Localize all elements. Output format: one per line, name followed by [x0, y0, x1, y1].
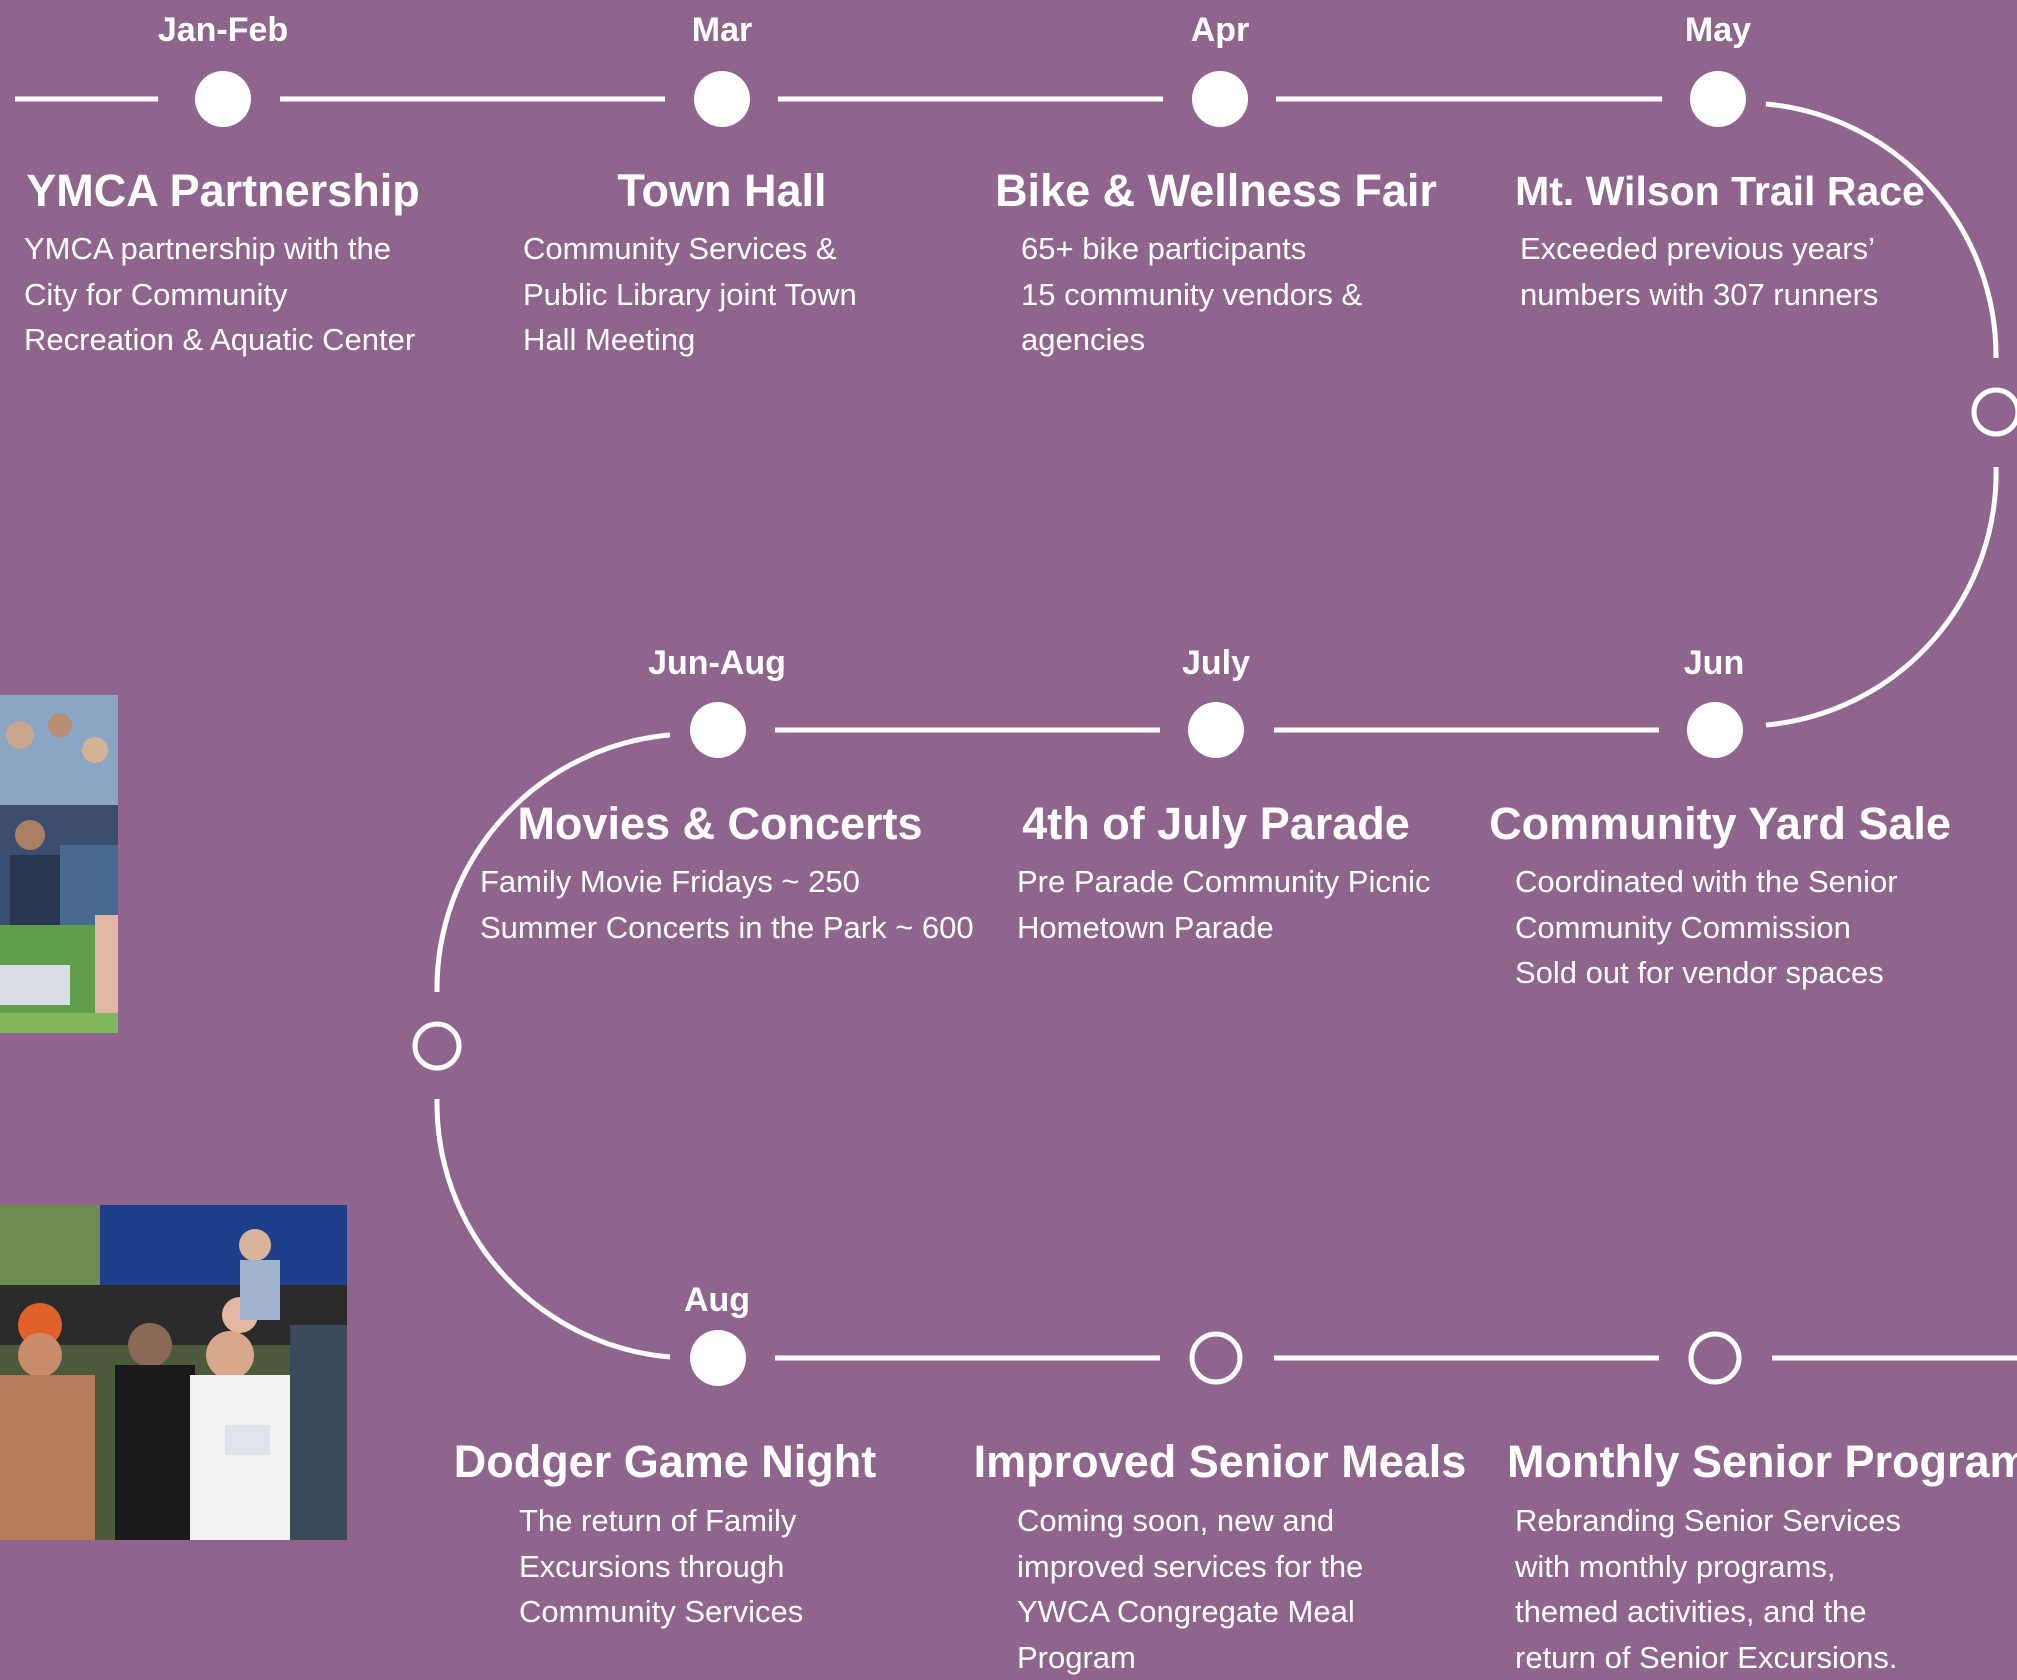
description-line: Community Services	[519, 1589, 803, 1635]
event-month: Aug	[567, 1280, 867, 1320]
event-month: May	[1568, 10, 1868, 50]
description-line: Coming soon, new and	[1017, 1498, 1363, 1544]
description-line: YMCA partnership with the	[24, 226, 415, 272]
description-line: YWCA Congregate Meal	[1017, 1589, 1363, 1635]
concert-crowd-photo	[0, 695, 118, 1033]
milestone-ring	[1192, 1334, 1240, 1382]
milestone-ring	[1974, 390, 2017, 434]
event-title: 4th of July Parade	[956, 796, 1476, 852]
description-line: Program	[1017, 1635, 1363, 1680]
event-month: Mar	[572, 10, 872, 50]
event-month: July	[1066, 643, 1366, 683]
event-description: Pre Parade Community Picnic Hometown Par…	[1017, 859, 1431, 950]
milestone-dot	[690, 1330, 746, 1386]
event-title: Town Hall	[462, 163, 982, 219]
description-line: Summer Concerts in the Park ~ 600	[480, 905, 974, 951]
event-title: Movies & Concerts	[460, 796, 980, 852]
event-title: Mt. Wilson Trail Race	[1460, 163, 1980, 219]
event-description: Rebranding Senior Services with monthly …	[1515, 1498, 1901, 1680]
description-line: Exceeded previous years’	[1520, 226, 1878, 272]
description-line: with monthly programs,	[1515, 1544, 1901, 1590]
event-title: Dodger Game Night	[405, 1434, 925, 1490]
milestone-dot	[694, 71, 750, 127]
event-month: Jun-Aug	[567, 643, 867, 683]
milestone-ring	[1691, 1334, 1739, 1382]
milestone-dot	[195, 71, 251, 127]
event-month: Apr	[1070, 10, 1370, 50]
description-line: Pre Parade Community Picnic	[1017, 859, 1431, 905]
event-description: Coordinated with the Senior Community Co…	[1515, 859, 1898, 996]
description-line: Coordinated with the Senior	[1515, 859, 1898, 905]
milestone-dot	[690, 702, 746, 758]
milestone-dot	[1192, 71, 1248, 127]
description-line: City for Community	[24, 272, 415, 318]
description-line: return of Senior Excursions.	[1515, 1635, 1901, 1680]
description-line: improved services for the	[1017, 1544, 1363, 1590]
event-description: The return of Family Excursions through …	[519, 1498, 803, 1635]
milestone-dot	[1687, 702, 1743, 758]
event-title: Bike & Wellness Fair	[956, 163, 1476, 219]
event-title: Monthly Senior Program	[1507, 1434, 2017, 1490]
event-title: Community Yard Sale	[1460, 796, 1980, 852]
event-month: Jun	[1564, 643, 1864, 683]
description-line: numbers with 307 runners	[1520, 272, 1878, 318]
trail-race-runners-photo	[0, 1205, 347, 1540]
description-line: agencies	[1021, 317, 1362, 363]
description-line: themed activities, and the	[1515, 1589, 1901, 1635]
event-description: YMCA partnership with the City for Commu…	[24, 226, 415, 363]
event-month: Jan-Feb	[73, 10, 373, 50]
description-line: Hometown Parade	[1017, 905, 1431, 951]
description-line: The return of Family	[519, 1498, 803, 1544]
milestone-dot	[1690, 71, 1746, 127]
description-line: Family Movie Fridays ~ 250	[480, 859, 974, 905]
milestone-dot	[1188, 702, 1244, 758]
event-description: 65+ bike participants 15 community vendo…	[1021, 226, 1362, 363]
description-line: 65+ bike participants	[1021, 226, 1362, 272]
description-line: Community Services &	[523, 226, 857, 272]
description-line: Excursions through	[519, 1544, 803, 1590]
description-line: Sold out for vendor spaces	[1515, 950, 1898, 996]
event-title: Improved Senior Meals	[960, 1434, 1480, 1490]
event-description: Coming soon, new and improved services f…	[1017, 1498, 1363, 1680]
description-line: Community Commission	[1515, 905, 1898, 951]
description-line: Recreation & Aquatic Center	[24, 317, 415, 363]
milestone-ring	[415, 1024, 459, 1068]
event-title: YMCA Partnership	[0, 163, 483, 219]
description-line: 15 community vendors &	[1021, 272, 1362, 318]
description-line: Hall Meeting	[523, 317, 857, 363]
description-line: Rebranding Senior Services	[1515, 1498, 1901, 1544]
track-curve	[1766, 467, 1996, 725]
description-line: Public Library joint Town	[523, 272, 857, 318]
event-description: Family Movie Fridays ~ 250 Summer Concer…	[480, 859, 974, 950]
event-description: Exceeded previous years’ numbers with 30…	[1520, 226, 1878, 317]
event-description: Community Services & Public Library join…	[523, 226, 857, 363]
